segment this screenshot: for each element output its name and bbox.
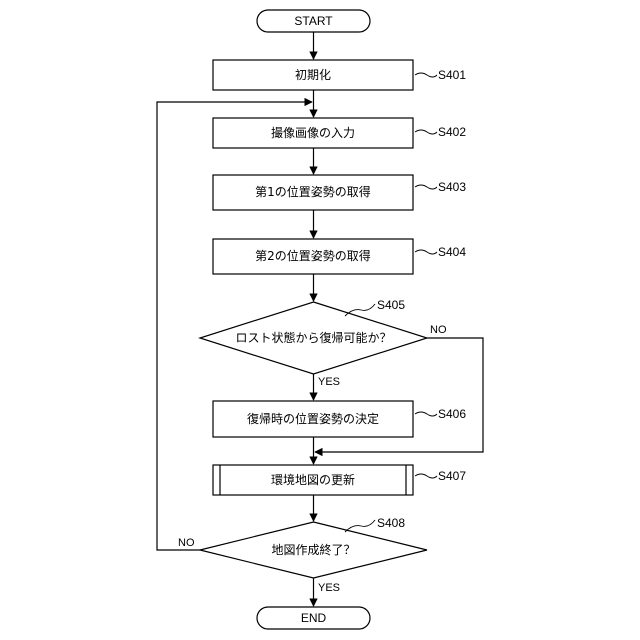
s405-no-label: NO (430, 324, 447, 336)
s405-yes-label: YES (318, 376, 340, 388)
s408-yes-label: YES (318, 582, 340, 594)
step-s407-leader (415, 474, 437, 478)
step-s408-leader (345, 520, 375, 532)
decision-s405-label: ロスト状態から復帰可能か？ (235, 330, 391, 345)
process-s402-label: 撮像画像の入力 (271, 126, 355, 140)
step-s406-id: S406 (438, 407, 466, 421)
process-s401-label: 初期化 (295, 68, 331, 82)
step-s401-leader (415, 73, 437, 77)
process-s404-label: 第2の位置姿勢の取得 (255, 248, 371, 263)
subprocess-s407-label: 環境地図の更新 (271, 472, 355, 487)
s408-no-label: NO (178, 537, 195, 549)
step-s402-id: S402 (438, 125, 466, 139)
step-s401-id: S401 (438, 68, 466, 82)
process-s406-label: 復帰時の位置姿勢の決定 (247, 411, 379, 426)
step-s407-id: S407 (438, 469, 466, 483)
decision-s408-label: 地図作成終了？ (271, 542, 355, 557)
step-s404-leader (415, 250, 437, 254)
step-s408-id: S408 (377, 516, 405, 530)
process-s403-label: 第1の位置姿勢の取得 (255, 184, 371, 199)
step-s403-leader (415, 185, 437, 189)
step-s403-id: S403 (438, 180, 466, 194)
end-label: END (301, 611, 327, 625)
start-label: START (294, 14, 333, 28)
step-s406-leader (415, 412, 437, 416)
step-s402-leader (415, 130, 437, 134)
step-s404-id: S404 (438, 245, 466, 259)
step-s405-id: S405 (377, 298, 405, 312)
